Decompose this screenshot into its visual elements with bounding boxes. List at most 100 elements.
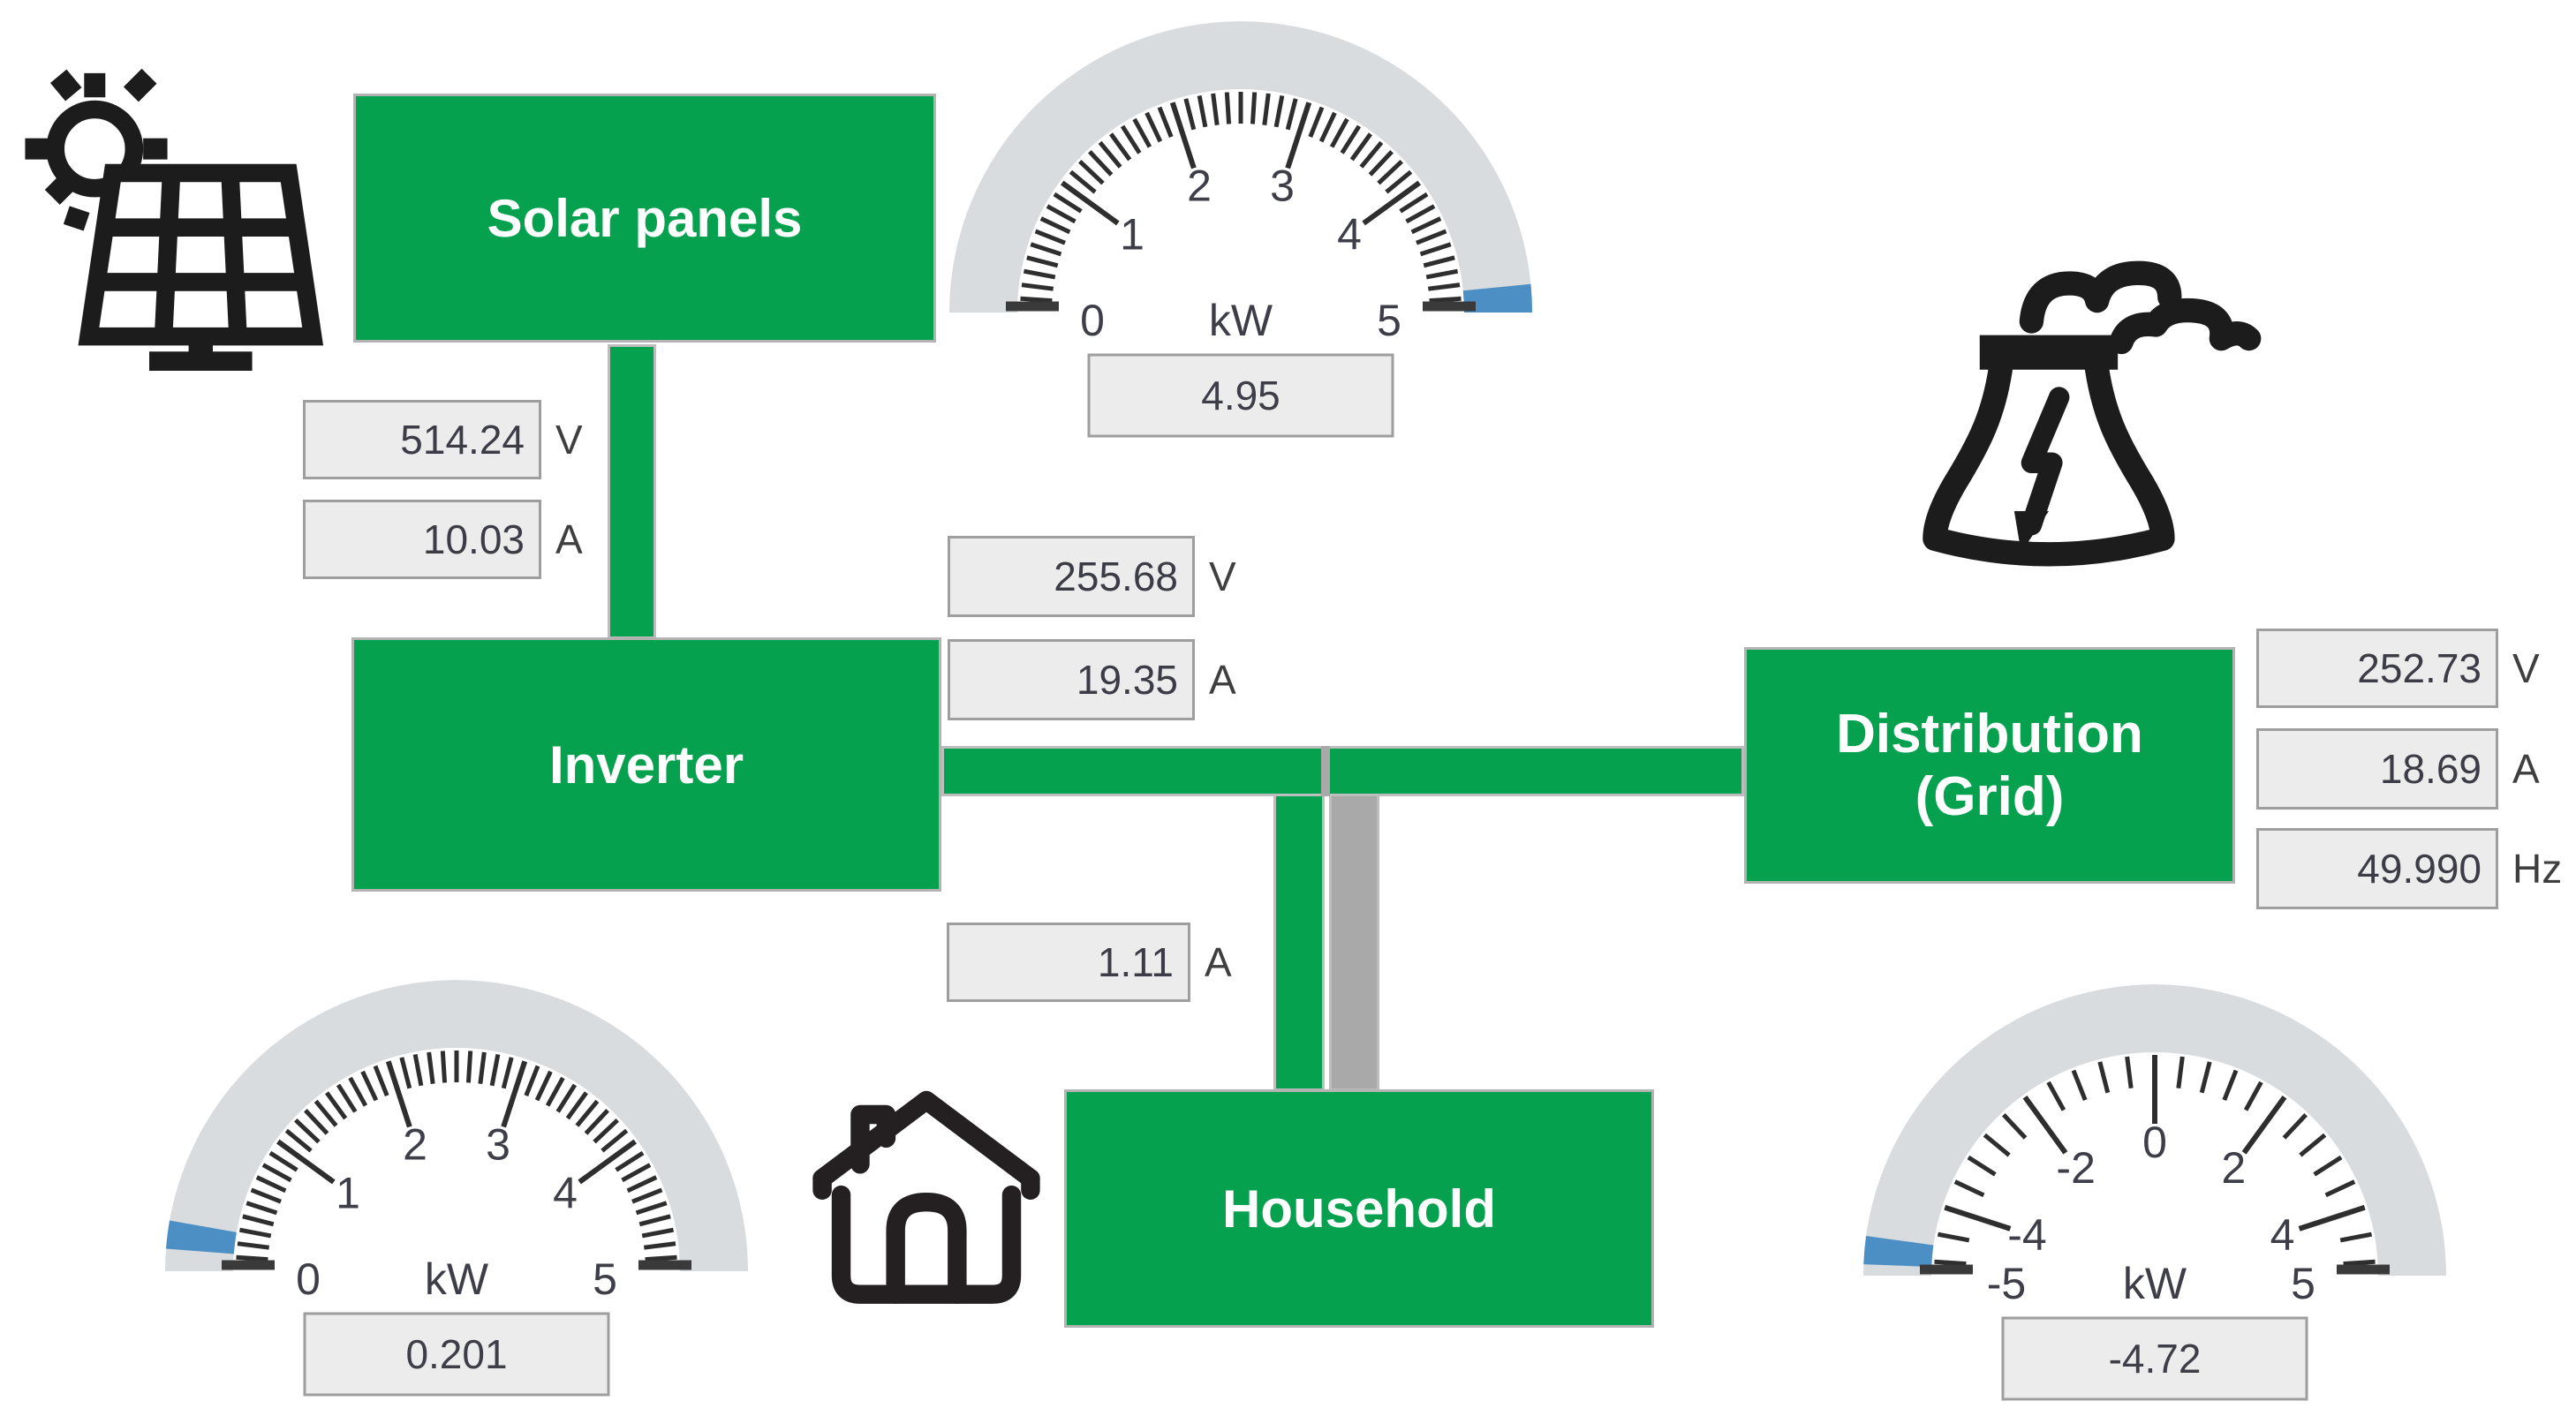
gauge-minor-tick [643, 1241, 676, 1250]
gauge-minor-tick [1030, 242, 1062, 257]
gauge-minor-tick [2199, 1061, 2212, 1094]
gauge-minor-tick [261, 1163, 292, 1183]
gauge-minor-tick [565, 1091, 588, 1120]
readout-inverter-current: 19.35 A [948, 639, 1236, 720]
gauge-minor-tick [1034, 229, 1066, 245]
gauge-minor-tick [1197, 94, 1208, 128]
gauge-band [165, 980, 748, 1271]
sun-circle [46, 100, 144, 198]
gauge-minor-tick [555, 1083, 578, 1113]
gauge-min-label: 0 [296, 1254, 321, 1304]
gauge-major-tick [1060, 180, 1120, 226]
gauge-minor-tick [1088, 150, 1114, 177]
gauge-minor-tick [1020, 296, 1053, 304]
block-solar-panels: Solar panels [353, 94, 936, 343]
gauge-value-text: -4.72 [2109, 1336, 2202, 1382]
gauge-tick-label: -2 [2056, 1143, 2095, 1193]
gauge-value-marker [165, 1220, 237, 1254]
readout-solar-current: 10.03 A [303, 500, 583, 579]
gauge-min-label: 0 [1080, 296, 1105, 345]
gauge-value-box [1087, 353, 1394, 438]
gauge-minor-tick [2299, 1133, 2327, 1157]
gauge-minor-tick [2125, 1056, 2134, 1089]
gauge-minor-tick [575, 1099, 600, 1127]
gauge-minor-tick [1211, 93, 1220, 126]
gauge-minor-tick [1262, 93, 1271, 126]
gauge-minor-tick [631, 1187, 663, 1204]
gauge-minor-tick [1026, 255, 1059, 268]
grid-frequency-value: 49.990 [2256, 828, 2498, 909]
block-inverter: Inverter [351, 637, 941, 892]
gauge-minor-tick [1144, 111, 1163, 143]
connector-junction-to-household-gray [1329, 794, 1379, 1091]
gauge-minor-tick [638, 1214, 671, 1227]
solar-voltage-unit: V [555, 417, 583, 463]
gauge-minor-tick [373, 1065, 389, 1096]
inverter-voltage-unit: V [1209, 554, 1236, 599]
gauge-tick-label: 1 [1120, 210, 1144, 260]
gauge-minor-tick [1224, 92, 1232, 124]
gauge-minor-tick [1069, 169, 1097, 194]
gauge-tick-label: 1 [336, 1169, 360, 1218]
gauge-minor-tick [1416, 229, 1447, 245]
gauge-minor-tick [1308, 106, 1325, 138]
connector-solar-to-inverter [608, 344, 656, 639]
gauge-minor-tick [1021, 282, 1054, 291]
gauge-minor-tick [584, 1109, 609, 1135]
gauge-major-tick [1285, 102, 1312, 169]
gauge-minor-tick [1399, 192, 1429, 214]
gauge-minor-tick [348, 1076, 368, 1107]
gauge-tick-label: 2 [1187, 161, 1212, 210]
gauge-minor-tick [1053, 192, 1083, 214]
gauge-major-tick [2022, 1095, 2068, 1155]
gauge-tick-label: 2 [403, 1119, 427, 1169]
gauge-minor-tick [1183, 98, 1197, 131]
gauge-minor-tick [268, 1150, 298, 1172]
connector-inverter-to-grid [941, 746, 1744, 796]
gauge-minor-tick [1405, 204, 1436, 224]
gauge-value-marker [1462, 283, 1532, 313]
gauge-minor-tick [1157, 106, 1174, 138]
readout-grid-frequency: 49.990 Hz [2256, 828, 2562, 909]
gauge-minor-tick [1273, 94, 1285, 128]
gauge-minor-tick [1967, 1155, 1997, 1177]
gauge-minor-tick [1318, 111, 1337, 143]
block-distribution-grid-label: Distribution (Grid) [1836, 703, 2143, 827]
smoke-puff-1 [2019, 260, 2182, 334]
gauge-minor-tick [478, 1051, 487, 1085]
bolt-stroke [2021, 387, 2070, 536]
gauge-minor-tick [246, 1201, 278, 1216]
grid-frequency-unit: Hz [2512, 846, 2563, 892]
inverter-voltage-value: 255.68 [948, 536, 1195, 617]
readout-grid-current: 18.69 A [2256, 728, 2540, 810]
connector-junction-gray-strip [1321, 746, 1330, 796]
grid-voltage-value: 252.73 [2256, 629, 2498, 708]
tower-body [1923, 358, 2175, 567]
gauge-major-tick [2298, 1204, 2366, 1231]
gauge-minor-tick [2339, 1231, 2373, 1243]
gauge-minor-tick [1329, 117, 1349, 148]
grid-current-unit: A [2512, 746, 2540, 792]
gauge-minor-tick [2046, 1081, 2066, 1111]
gauge-minor-tick [645, 1254, 677, 1262]
gauge-minor-tick [1368, 150, 1394, 177]
grid-voltage-unit: V [2512, 645, 2540, 691]
bolt-arrowhead [2013, 511, 2049, 553]
gauge-minor-tick [325, 1091, 348, 1120]
block-distribution-grid: Distribution (Grid) [1744, 647, 2235, 884]
gauge-minor-tick [399, 1057, 412, 1089]
house-icon [808, 1073, 1045, 1327]
gauge-minor-tick [2176, 1056, 2185, 1089]
panel-stand [149, 336, 253, 371]
gauge-minor-tick [255, 1175, 287, 1194]
gauge-major-tick [1169, 102, 1197, 169]
gauge-min-label: -5 [1987, 1259, 2026, 1308]
gauge-minor-tick [1953, 1179, 1985, 1198]
gauge-unit-label: kW [2123, 1259, 2187, 1308]
gauge-minor-tick [237, 1241, 270, 1250]
gauge-minor-tick [615, 1150, 645, 1172]
gauge-minor-tick [545, 1076, 565, 1107]
gauge-minor-tick [465, 1051, 473, 1083]
gauge-minor-tick [1377, 160, 1403, 185]
